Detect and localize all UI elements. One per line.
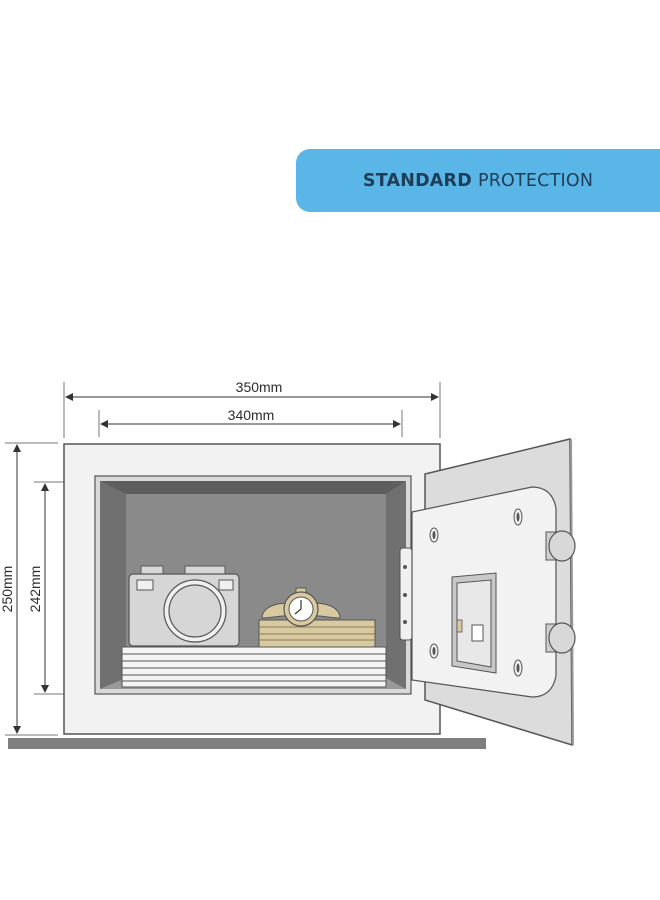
door-knob: [545, 530, 576, 654]
stacked-papers: [121, 646, 387, 688]
open-door: [399, 438, 576, 747]
inner-width-dimension: 340mm: [98, 407, 403, 437]
inner-width-label: 340mm: [228, 407, 275, 423]
outer-width-label: 350mm: [236, 379, 283, 395]
banner-strong-text: STANDARD: [362, 170, 472, 191]
outer-height-dimension: 250mm: [0, 442, 58, 736]
safe-body: [63, 443, 441, 735]
camera-icon: [128, 565, 240, 647]
floor-line: [8, 738, 486, 749]
watch-box: [258, 619, 376, 648]
watch-icon: [261, 587, 341, 627]
inner-height-dimension: 242mm: [27, 481, 88, 695]
inner-height-label: 242mm: [27, 566, 43, 613]
keypad-lock: [451, 572, 497, 674]
outer-height-label: 250mm: [0, 566, 15, 613]
standard-protection-banner: STANDARD PROTECTION: [296, 149, 660, 212]
screw-icons: [429, 508, 523, 677]
outer-width-dimension: 350mm: [63, 379, 441, 438]
banner-rest-text: PROTECTION: [477, 170, 594, 191]
